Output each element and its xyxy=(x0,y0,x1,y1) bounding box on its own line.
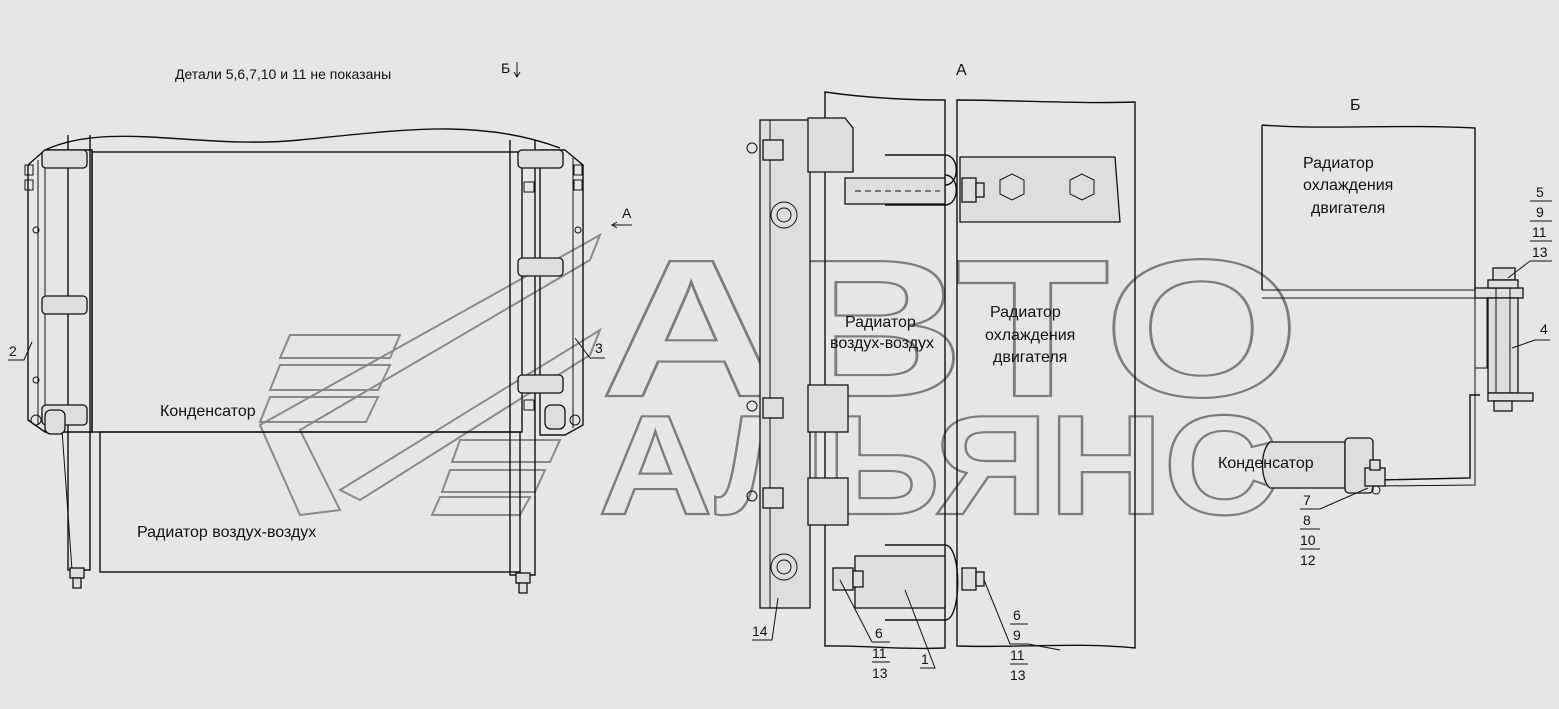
stack-left-item: 11 xyxy=(872,645,887,661)
view-a-arrow-label: А xyxy=(622,205,632,221)
callout-stack-bottom: 7 8 10 12 xyxy=(1300,487,1369,568)
right-condenser-tank xyxy=(1261,441,1346,489)
callout-1: 1 xyxy=(921,651,929,667)
watermark-logo xyxy=(258,232,603,517)
callout-3: 3 xyxy=(595,340,603,356)
left-view: Детали 5,6,7,10 и 11 не показаны Б xyxy=(8,60,632,594)
arrow-down-icon xyxy=(513,62,521,78)
stack-bottom-item: 7 xyxy=(1303,492,1311,508)
middle-cooling-label-3: двигателя xyxy=(993,349,1067,366)
left-condenser-label: Конденсатор xyxy=(160,403,256,420)
right-cooling-label-2: охлаждения xyxy=(1303,177,1393,194)
stack-bottom-item: 10 xyxy=(1300,532,1316,548)
left-air-radiator-label: Радиатор воздух-воздух xyxy=(137,524,316,541)
callout-2: 2 xyxy=(9,343,17,359)
spacer-tube xyxy=(1487,297,1519,394)
stack-right-item: 11 xyxy=(1010,647,1025,663)
middle-air-radiator-label-2: воздух-воздух xyxy=(830,335,934,352)
view-b-title: Б xyxy=(1350,97,1361,114)
right-bracket-low xyxy=(517,374,564,394)
clamp-block-bottom xyxy=(854,555,946,609)
bolt-head-icon xyxy=(746,142,758,154)
view-b-arrow-label: Б xyxy=(501,60,510,76)
callout-stack-left: 6 11 13 xyxy=(839,579,890,681)
bolt-head-icon xyxy=(746,490,758,502)
callout-14: 14 xyxy=(752,623,768,639)
mounting-strip xyxy=(759,119,811,609)
view-a-title: А xyxy=(956,62,967,79)
right-bracket-top xyxy=(517,149,564,169)
callout-stack-right: 6 9 11 13 xyxy=(983,579,1061,683)
left-bracket-mid xyxy=(41,295,88,315)
right-bracket-mid xyxy=(517,257,564,277)
stack-right-item: 9 xyxy=(1013,627,1021,643)
middle-cooling-label-1: Радиатор xyxy=(990,304,1061,321)
nut-icon xyxy=(999,173,1025,201)
bracket-plate-top xyxy=(959,156,1121,223)
watermark-line-1: АВТО xyxy=(600,219,1300,438)
right-condenser-label: Конденсатор xyxy=(1218,455,1314,472)
stack-top-item: 9 xyxy=(1536,204,1544,220)
middle-view: А xyxy=(746,62,1136,683)
middle-air-radiator-column xyxy=(824,91,946,650)
nut-icon xyxy=(1069,173,1095,201)
break-line-top xyxy=(44,128,561,151)
condenser-bracket xyxy=(1379,394,1480,481)
bolt-head-icon xyxy=(746,400,758,412)
callout-4: 4 xyxy=(1540,321,1548,337)
stack-top-item: 5 xyxy=(1536,184,1544,200)
middle-cooling-radiator-column xyxy=(956,99,1136,649)
middle-cooling-label-2: охлаждения xyxy=(985,327,1075,344)
strip-bracket-mid xyxy=(807,384,849,433)
stack-top-item: 13 xyxy=(1532,244,1548,260)
strip-bracket-top xyxy=(807,117,854,173)
left-bracket-top xyxy=(41,149,88,169)
middle-air-radiator-label-1: Радиатор xyxy=(845,314,916,331)
u-bolt-bottom xyxy=(885,544,959,621)
arrow-left-icon xyxy=(611,221,632,229)
stack-left-item: 13 xyxy=(872,665,888,681)
watermark: АВТО АЛЬЯНС xyxy=(258,218,1301,546)
left-tank xyxy=(67,135,91,571)
air-radiator-body xyxy=(99,431,521,573)
watermark-line-2: АЛЬЯНС xyxy=(598,386,1278,545)
right-cooling-label-1: Радиатор xyxy=(1303,155,1374,172)
stack-right-item: 13 xyxy=(1010,667,1026,683)
right-cooling-radiator xyxy=(1261,124,1476,290)
strip-bracket-low xyxy=(807,477,849,526)
right-view: Б Радиатор охлаждения двигателя Конденса… xyxy=(1218,97,1552,568)
stack-right-item: 6 xyxy=(1013,607,1021,623)
right-cooling-label-3: двигателя xyxy=(1311,200,1385,217)
hidden-parts-note: Детали 5,6,7,10 и 11 не показаны xyxy=(175,66,391,82)
stack-left-item: 6 xyxy=(875,625,883,641)
callout-stack-top: 5 9 11 13 xyxy=(1507,184,1552,279)
stack-bottom-item: 12 xyxy=(1300,552,1316,568)
stack-bottom-item: 8 xyxy=(1303,512,1311,528)
u-bolt-top xyxy=(885,154,957,206)
top-nut xyxy=(1492,267,1516,281)
stack-top-item: 11 xyxy=(1532,224,1547,240)
